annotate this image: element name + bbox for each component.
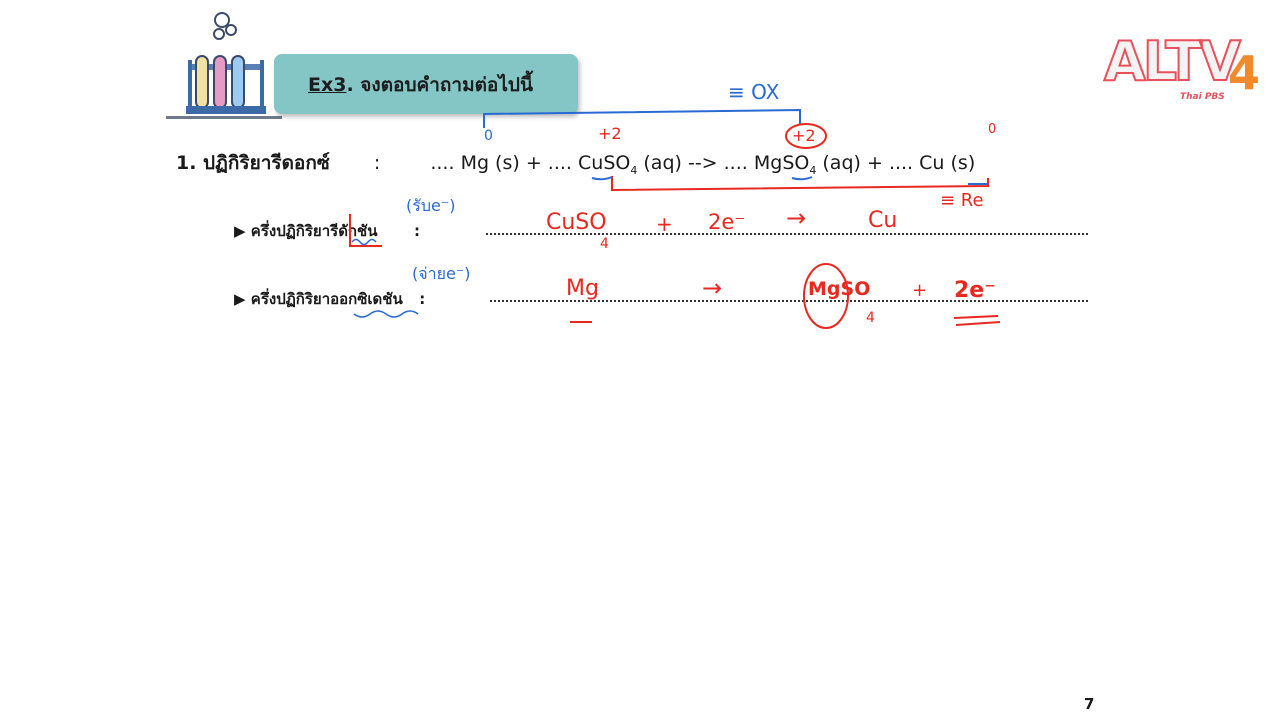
reduction-answer-line — [486, 233, 1088, 235]
blank: .... — [430, 152, 455, 174]
oxidation-sub4: 4 — [866, 310, 875, 326]
re-note: ≡ Re — [940, 190, 984, 211]
blank: .... — [888, 152, 914, 174]
oxidation-plus: + — [912, 280, 928, 301]
page-number: 7 — [1084, 695, 1095, 713]
ox-number-cu-reactant: +2 — [598, 124, 622, 143]
bullet-icon: ▶ — [234, 290, 246, 308]
mg-reactant: Mg (s) + — [460, 152, 542, 174]
title-banner — [274, 54, 578, 114]
blank: .... — [723, 152, 748, 174]
logo-text: ALTV — [1103, 29, 1242, 94]
exercise-title: Ex3. จงตอบคำถามต่อไปนี้ — [308, 70, 533, 100]
exercise-number: Ex3 — [308, 74, 347, 96]
exercise-instruction: . จงตอบคำถามต่อไปนี้ — [346, 74, 533, 96]
oxidation-mgso: MgSO — [808, 278, 871, 300]
title-accent-bar — [166, 116, 282, 119]
ox-number-cu-product: 0 — [988, 122, 997, 137]
reduction-arrow: → — [786, 204, 807, 232]
colon: : — [373, 152, 381, 174]
mgso4-product: MgSO4 — [753, 152, 817, 177]
reduction-half-row: ▶ ครึ่งปฏิกิริยารีดักชัน : — [234, 219, 420, 243]
cu-product: Cu (s) — [919, 152, 976, 174]
logo-channel: 4 — [1228, 46, 1261, 100]
test-tubes-icon — [186, 12, 266, 114]
oxidation-electrons: 2e⁻ — [954, 278, 996, 303]
ox-number-mg: 0 — [484, 128, 493, 144]
logo-subtext: Thai PBS — [1180, 92, 1225, 102]
cuso4-reactant: CuSO4 — [578, 152, 638, 177]
oxidation-answer-line — [490, 300, 1088, 302]
redox-equation: 1. ปฏิกิริยารีดอกซ์ : .... Mg (s) + ....… — [176, 148, 975, 178]
blank: .... — [547, 152, 572, 174]
cuso4-state: (aq) --> — [643, 152, 718, 174]
reduction-cu: Cu — [868, 208, 898, 233]
reduction-plus: + — [656, 212, 673, 236]
give-electron-note: (จ่ายe⁻) — [412, 264, 471, 283]
oxidation-label: ครึ่งปฏิกิริยาออกซิเดชัน — [250, 290, 403, 308]
reduction-label: ครึ่งปฏิกิริยารีดักชัน — [250, 222, 378, 240]
reduction-electrons: 2e⁻ — [708, 210, 746, 234]
colon: : — [413, 222, 420, 240]
receive-electron-note: (รับe⁻) — [406, 196, 456, 215]
ox-note: ≡ OX — [728, 80, 780, 104]
bullet-icon: ▶ — [234, 222, 246, 240]
reduction-cuso: CuSO — [546, 210, 607, 235]
mgso4-state: (aq) + — [822, 152, 883, 174]
oxidation-arrow: → — [702, 274, 723, 302]
oxidation-half-row: ▶ ครึ่งปฏิกิริยาออกซิเดชัน : — [234, 287, 425, 311]
altv-logo: ALTV 4 Thai PBS — [1103, 29, 1264, 102]
ox-number-mg-product: +2 — [792, 126, 816, 145]
oxidation-mg: Mg — [566, 276, 599, 301]
colon: : — [419, 290, 426, 308]
reduction-sub4: 4 — [600, 236, 609, 252]
question-label: 1. ปฏิกิริยารีดอกซ์ — [176, 152, 330, 174]
